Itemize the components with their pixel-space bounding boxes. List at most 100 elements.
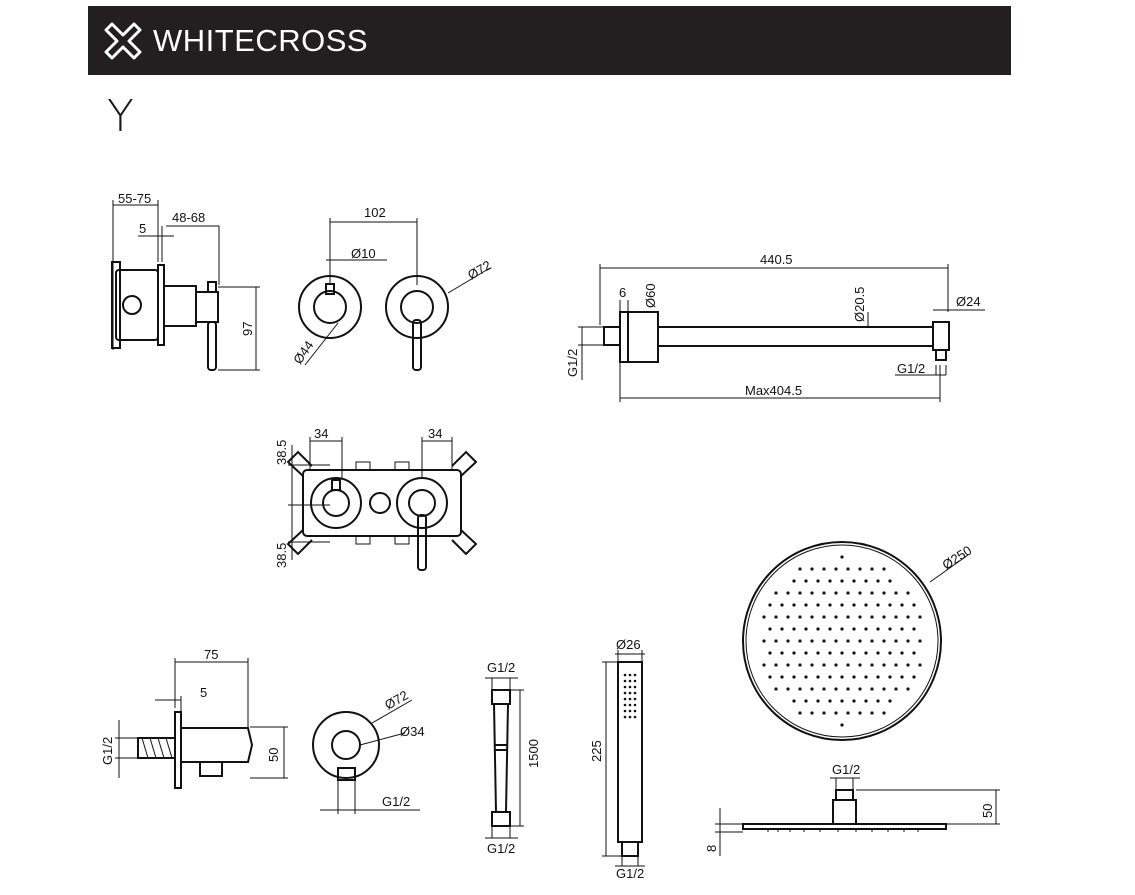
nozzle-dot xyxy=(828,579,832,583)
nozzle-dot xyxy=(852,699,856,703)
nozzle-dot xyxy=(792,627,796,631)
nozzle-dot xyxy=(822,591,826,595)
nozzle-dot xyxy=(840,699,844,703)
nozzle-dot xyxy=(870,639,874,643)
nozzle-dot xyxy=(840,579,844,583)
nozzle-dot xyxy=(762,663,766,667)
nozzle-dot xyxy=(864,603,868,607)
nozzle-dot xyxy=(822,663,826,667)
nozzle-dot xyxy=(888,627,892,631)
nozzle-dot xyxy=(804,675,808,679)
nozzle-dot xyxy=(906,615,910,619)
shower-arm-view: 440.5 6 Ø60 Ø20.5 Ø24 G1/2 G1/2 Max404.5 xyxy=(565,252,985,402)
nozzle-dot xyxy=(906,591,910,595)
nozzle-dot xyxy=(918,663,922,667)
nozzle-dot xyxy=(762,639,766,643)
whitecross-logo-icon xyxy=(104,22,142,60)
nozzle-dot xyxy=(852,579,856,583)
nozzle-dot xyxy=(864,699,868,703)
nozzle-dot xyxy=(804,651,808,655)
nozzle-dots xyxy=(623,673,637,719)
nozzle-dot xyxy=(894,591,898,595)
nozzle-dot xyxy=(876,675,880,679)
nozzle-dot xyxy=(846,711,850,715)
dim-small-dia: Ø44 xyxy=(290,338,316,367)
dim-thread-left: G1/2 xyxy=(565,349,580,377)
rain-head-top-view: Ø250 xyxy=(742,541,974,741)
nozzle-dot xyxy=(888,603,892,607)
nozzle-dot xyxy=(882,639,886,643)
nozzle-dot xyxy=(882,663,886,667)
dim-wall: 5 xyxy=(139,221,146,236)
nozzle-dot xyxy=(882,615,886,619)
nozzle-dot xyxy=(900,627,904,631)
nozzle-dot xyxy=(846,639,850,643)
nozzle-dot xyxy=(864,627,868,631)
nozzle-dot xyxy=(858,567,862,571)
nozzle-dot xyxy=(840,627,844,631)
dim-thread-right: G1/2 xyxy=(897,361,925,376)
nozzle-dot xyxy=(906,639,910,643)
rain-nozzle-dots xyxy=(762,555,922,727)
nozzle-dot xyxy=(840,651,844,655)
nozzle-dot xyxy=(780,651,784,655)
nozzle-dot xyxy=(870,615,874,619)
nozzle-dot xyxy=(822,567,826,571)
nozzle-dot xyxy=(858,639,862,643)
nozzle-dot xyxy=(780,675,784,679)
nozzle-dot xyxy=(918,639,922,643)
dim-flange: 6 xyxy=(619,285,626,300)
dim-head-thread: G1/2 xyxy=(832,762,860,777)
nozzle-dot xyxy=(882,567,886,571)
nozzle-dot xyxy=(840,675,844,679)
nozzle-dot xyxy=(810,615,814,619)
dim-outlet-height: 50 xyxy=(266,748,281,762)
nozzle-dot xyxy=(834,711,838,715)
dim-box-bottom: 38.5 xyxy=(274,543,289,568)
nozzle-dot xyxy=(894,663,898,667)
dim-hose-thread-bottom: G1/2 xyxy=(487,841,515,856)
nozzle-dot xyxy=(804,603,808,607)
nozzle-dot xyxy=(792,675,796,679)
nozzle-dot xyxy=(810,663,814,667)
nozzle-dot xyxy=(816,651,820,655)
nozzle-dot xyxy=(798,663,802,667)
nozzle-dot xyxy=(846,615,850,619)
nozzle-dot xyxy=(834,591,838,595)
dim-spacing: 102 xyxy=(364,205,386,220)
nozzle-dot xyxy=(822,639,826,643)
nozzle-dot xyxy=(828,603,832,607)
nozzle-dot xyxy=(804,579,808,583)
wall-outlet-side-view: 75 5 G1/2 50 xyxy=(100,647,288,789)
nozzle-dot xyxy=(900,603,904,607)
nozzle-dot xyxy=(876,627,880,631)
dim-arm-length: 440.5 xyxy=(760,252,793,267)
nozzle-dot xyxy=(852,675,856,679)
nozzle-dot xyxy=(888,579,892,583)
brand-name: WHITECROSS xyxy=(153,23,369,58)
nozzle-dot xyxy=(762,615,766,619)
nozzle-dot xyxy=(798,687,802,691)
nozzle-dot xyxy=(792,579,796,583)
hand-shower-view: Ø26 225 G1/2 xyxy=(589,637,645,881)
nozzle-dot xyxy=(774,639,778,643)
dim-outlet-length: 75 xyxy=(204,647,218,662)
nozzle-dot xyxy=(852,627,856,631)
dim-head-dia: Ø250 xyxy=(939,543,974,573)
nozzle-dot xyxy=(798,615,802,619)
nozzle-dot xyxy=(786,663,790,667)
nozzle-dot xyxy=(846,663,850,667)
dim-max-length: Max404.5 xyxy=(745,383,802,398)
nozzle-dot xyxy=(840,723,844,727)
nozzle-dot xyxy=(906,687,910,691)
nozzle-dot xyxy=(900,675,904,679)
nozzle-dot xyxy=(810,687,814,691)
nozzle-dot xyxy=(780,627,784,631)
nozzle-dot xyxy=(846,591,850,595)
nozzle-dot xyxy=(858,687,862,691)
nozzle-dot xyxy=(894,639,898,643)
nozzle-dot xyxy=(894,615,898,619)
nozzle-dot xyxy=(828,699,832,703)
wall-outlet-front-view: Ø72 Ø34 G1/2 xyxy=(312,687,425,814)
